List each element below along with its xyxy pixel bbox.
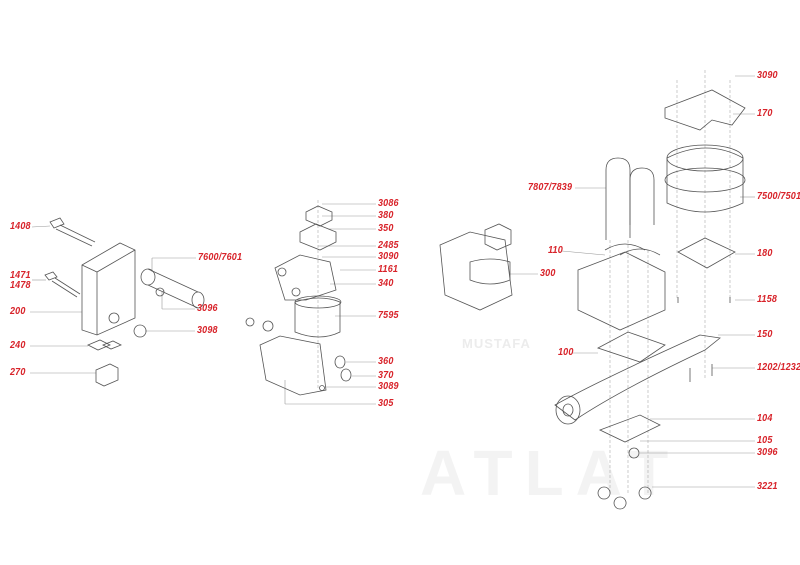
leader-lines [30,75,755,488]
part-label-104: 104 [757,413,773,424]
part-label-1471: 1471 [10,270,31,281]
part-label-3086: 3086 [378,198,399,209]
bracket-300 [439,223,513,311]
bushing-7600 [133,268,205,338]
part-label-7595: 7595 [378,310,399,321]
part-label-305: 305 [378,398,394,409]
part-label-3090-right: 3090 [757,70,778,81]
part-label-340: 340 [378,278,394,289]
part-label-3090: 3090 [378,251,399,262]
part-label-370: 370 [378,370,394,381]
part-label-270: 270 [10,367,26,378]
trailing-arm-150 [554,334,721,510]
bracket-340 [245,205,352,396]
part-label-105: 105 [757,435,773,446]
part-label-3089: 3089 [378,381,399,392]
part-label-170: 170 [757,108,773,119]
part-label-7600-7601: 7600/7601 [198,252,243,263]
part-label-180: 180 [757,248,773,259]
part-label-3096: 3096 [197,303,218,314]
part-label-200: 200 [10,306,26,317]
part-label-300: 300 [540,268,556,279]
part-label-1478: 1478 [10,280,31,291]
part-label-350: 350 [378,223,394,234]
axle-seat [577,251,666,363]
part-label-110: 110 [548,245,563,256]
part-label-1161: 1161 [378,264,399,275]
u-bolts-7807 [604,157,661,256]
watermark-logo: ATLAT [420,437,681,509]
part-label-380: 380 [378,210,394,221]
air-spring-7500 [664,89,746,303]
part-label-2485: 2485 [378,240,399,251]
part-label-100: 100 [558,347,574,358]
part-label-1408: 1408 [10,221,31,232]
part-label-7807-7839: 7807/7839 [528,182,573,193]
part-label-3098: 3098 [197,325,218,336]
part-label-3096-right: 3096 [757,447,778,458]
part-label-150: 150 [757,329,773,340]
part-label-3221: 3221 [757,481,778,492]
watermark-text: MUSTAFA [462,336,531,351]
part-label-1202-1232: 1202/1232 [757,362,800,373]
part-label-1158: 1158 [757,294,778,305]
bracket-200 [44,217,136,387]
part-label-240: 240 [10,340,26,351]
part-label-360: 360 [378,356,394,367]
part-label-7500-7501: 7500/7501 [757,191,800,202]
